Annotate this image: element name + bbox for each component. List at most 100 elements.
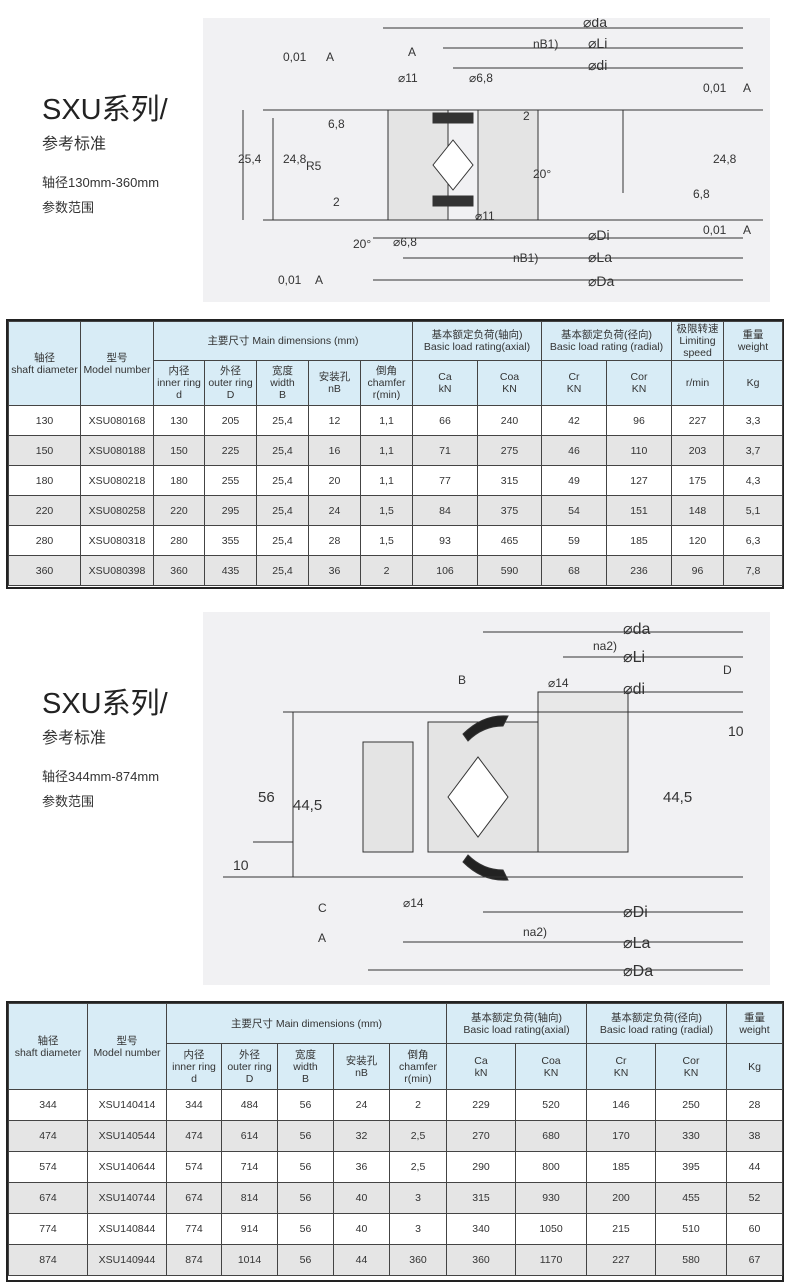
table-cell: 6,3	[723, 525, 783, 556]
table-cell: 24	[333, 1089, 390, 1121]
table-cell: 52	[726, 1182, 783, 1214]
table-cell: 229	[446, 1089, 516, 1121]
table-cell: XSU080188	[80, 435, 154, 466]
series-title: SXU系列/	[42, 94, 168, 126]
table-cell: 96	[606, 405, 672, 436]
table-cell: 150	[153, 435, 205, 466]
table-cell: 25,4	[256, 495, 309, 526]
table-cell: 930	[515, 1182, 587, 1214]
table-cell: 20	[308, 465, 361, 496]
subcol-kg: Kg	[723, 360, 783, 406]
col-axial: 基本额定负荷(轴向)Basic load rating(axial)	[446, 1003, 587, 1044]
table-cell: 270	[446, 1120, 516, 1152]
table-cell: 96	[671, 555, 724, 586]
dimension-label: 25,4	[238, 152, 262, 166]
table-cell: 32	[333, 1120, 390, 1152]
table-cell: 25,4	[256, 435, 309, 466]
table-cell: 344	[166, 1089, 222, 1121]
table-cell: 1,5	[360, 525, 413, 556]
table-cell: 465	[477, 525, 542, 556]
table-cell: XSU080168	[80, 405, 154, 436]
table-cell: 56	[277, 1089, 334, 1121]
table-cell: 220	[8, 495, 81, 526]
table-cell: 12	[308, 405, 361, 436]
table-cell: 360	[153, 555, 205, 586]
table-cell: 93	[412, 525, 478, 556]
table-cell: 56	[277, 1120, 334, 1152]
table-cell: 56	[277, 1213, 334, 1245]
table-cell: 84	[412, 495, 478, 526]
table-cell: 36	[333, 1151, 390, 1183]
table-cell: 180	[153, 465, 205, 496]
table-cell: 68	[541, 555, 607, 586]
dimension-label: ⌀11	[475, 209, 495, 223]
dimension-label: B	[458, 673, 466, 687]
table-cell: 127	[606, 465, 672, 496]
table-cell: 3,3	[723, 405, 783, 436]
table-cell: 56	[277, 1182, 334, 1214]
table-cell: 814	[221, 1182, 278, 1214]
table-cell: 56	[277, 1244, 334, 1276]
table-cell: 227	[586, 1244, 656, 1276]
col-radial: 基本额定负荷(径向)Basic load rating (radial)	[586, 1003, 727, 1044]
range-label: 参数范围	[42, 794, 95, 809]
shaft-range: 轴径344mm-874mm	[42, 769, 160, 784]
dimension-label: ⌀da	[583, 18, 607, 30]
table-cell: 375	[477, 495, 542, 526]
table-cell: 395	[655, 1151, 727, 1183]
table-cell: 1,1	[360, 435, 413, 466]
table-cell: 360	[8, 555, 81, 586]
table-cell: 200	[586, 1182, 656, 1214]
dimension-label: 24,8	[283, 152, 307, 166]
shaft-range: 轴径130mm-360mm	[42, 175, 160, 190]
table-cell: 1050	[515, 1213, 587, 1245]
table-cell: 774	[166, 1213, 222, 1245]
table-cell: 40	[333, 1182, 390, 1214]
table-cell: 3,7	[723, 435, 783, 466]
dimension-label: ⌀11	[398, 71, 418, 85]
table-cell: 1014	[221, 1244, 278, 1276]
dimension-label: 6,8	[693, 187, 710, 201]
col-axial: 基本额定负荷(轴向)Basic load rating(axial)	[412, 321, 542, 361]
table-cell: 674	[166, 1182, 222, 1214]
dimension-label: ⌀Li	[588, 35, 607, 51]
table-cell: 120	[671, 525, 724, 556]
table-cell: XSU140414	[87, 1089, 167, 1121]
table-cell: 110	[606, 435, 672, 466]
table-cell: 225	[204, 435, 257, 466]
table-cell: 474	[166, 1120, 222, 1152]
table-cell: 360	[446, 1244, 516, 1276]
table-cell: 435	[204, 555, 257, 586]
table-cell: XSU140744	[87, 1182, 167, 1214]
table-cell: 280	[8, 525, 81, 556]
dimension-label: 10	[728, 723, 744, 739]
table-cell: 574	[166, 1151, 222, 1183]
table-cell: XSU140844	[87, 1213, 167, 1245]
table-cell: 290	[446, 1151, 516, 1183]
section2-intro: SXU系列/ 参考标准 轴径344mm-874mm 参数范围	[42, 680, 168, 810]
table-cell: 203	[671, 435, 724, 466]
table-cell: 2,5	[389, 1120, 447, 1152]
dimension-label: A	[326, 50, 334, 64]
table-cell: 175	[671, 465, 724, 496]
table-cell: XSU080318	[80, 525, 154, 556]
table-cell: 250	[655, 1089, 727, 1121]
table-cell: 180	[8, 465, 81, 496]
dimension-label: ⌀di	[623, 681, 645, 698]
col-main: 主要尺寸 Main dimensions (mm)	[153, 321, 413, 361]
table-cell: 38	[726, 1120, 783, 1152]
table-cell: 25,4	[256, 555, 309, 586]
